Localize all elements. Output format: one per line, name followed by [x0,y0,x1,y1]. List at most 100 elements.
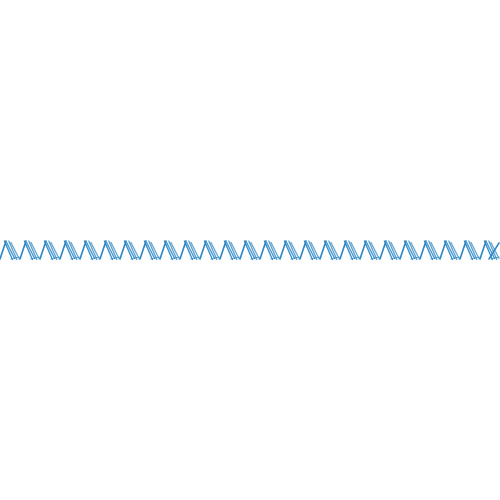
zigzag-hatch-stroke [165,241,176,260]
zigzag-hatch-stroke [143,240,154,261]
zigzag-hatch-stroke [205,241,216,260]
zigzag-hatch-stroke [445,241,456,260]
zigzag-hatch-stroke [110,241,120,260]
zigzag-hatch-stroke [48,240,58,261]
zigzag-hatch-stroke [485,241,496,260]
zigzag-hatch-stroke [245,241,256,260]
zigzag-base-stroke [430,256,440,260]
zigzag-hatch-stroke [125,241,136,260]
zigzag-hatch-stroke [288,240,298,261]
zigzag-hatch-stroke [148,240,158,261]
zigzag-hatch-stroke [203,240,214,261]
zigzag-hatch-stroke [228,240,238,261]
zigzag-base-stroke [50,256,60,260]
zigzag-hatch-stroke [225,241,236,260]
zigzag-hatch-line [0,240,500,261]
zigzag-base-stroke [390,256,400,260]
zigzag-hatch-stroke [43,240,54,261]
zigzag-hatch-stroke [248,240,258,261]
zigzag-base-stroke [10,256,20,260]
zigzag-hatch-stroke [83,240,94,261]
zigzag-base-stroke [310,256,320,260]
zigzag-hatch-stroke [263,240,274,261]
zigzag-hatch-stroke [345,241,356,260]
zigzag-base-stroke [450,256,460,260]
zigzag-base-stroke [290,256,300,260]
zigzag-hatch-stroke [350,241,360,260]
zigzag-hatch-stroke [425,241,436,260]
zigzag-base-stroke [410,256,420,260]
zigzag-hatch-stroke [283,240,294,261]
zigzag-rise-stroke [488,242,500,260]
zigzag-base-stroke [70,256,80,260]
zigzag-hatch-stroke [128,240,138,261]
zigzag-hatch-stroke [405,241,416,260]
zigzag-base-stroke [370,256,380,260]
zigzag-hatch-stroke [470,241,480,260]
zigzag-hatch-stroke [310,241,320,260]
zigzag-hatch-stroke [123,240,134,261]
zigzag-hatch-stroke [270,241,280,260]
zigzag-hatch-stroke [390,241,400,260]
zigzag-hatch-stroke [465,241,476,260]
zigzag-hatch-stroke [265,241,276,260]
zigzag-hatch-stroke [450,241,460,260]
zigzag-hatch-stroke [145,241,156,260]
zigzag-hatch-stroke [10,241,20,260]
zigzag-hatch-stroke [410,241,420,260]
zigzag-base-stroke [330,256,340,260]
zigzag-hatch-stroke [188,240,198,261]
zigzag-hatch-stroke [385,241,396,260]
zigzag-base-stroke [130,256,140,260]
zigzag-hatch-stroke [170,241,180,260]
zigzag-hatch-stroke [325,241,336,260]
zigzag-hatch-stroke [183,240,194,261]
zigzag-hatch-stroke [23,240,34,261]
zigzag-base-stroke [190,256,200,260]
zigzag-hatch-stroke [388,240,398,261]
zigzag-hatch-stroke [403,240,414,261]
zigzag-hatch-stroke [85,241,96,260]
zigzag-hatch-stroke [30,241,40,260]
zigzag-hatch-stroke [408,240,418,261]
zigzag-hatch-stroke [428,240,438,261]
zigzag-hatch-stroke [28,240,38,261]
zigzag-base-stroke [230,256,240,260]
zigzag-hatch-stroke [70,241,80,260]
zigzag-hatch-stroke [423,240,434,261]
zigzag-hatch-stroke [268,240,278,261]
zigzag-hatch-stroke [5,241,16,260]
zigzag-hatch-stroke [88,240,98,261]
zigzag-hatch-stroke [448,240,458,261]
zigzag-hatch-stroke [303,240,314,261]
zigzag-hatch-stroke [250,241,260,260]
zigzag-base-stroke [210,256,220,260]
zigzag-hatch-stroke [168,240,178,261]
zigzag-hatch-stroke [25,241,36,260]
zigzag-hatch-stroke [130,241,140,260]
zigzag-hatch-stroke [103,240,114,261]
zigzag-hatch-stroke [210,241,220,260]
zigzag-hatch-stroke [230,241,240,260]
zigzag-hatch-stroke [463,240,474,261]
zigzag-hatch-stroke [443,240,454,261]
zigzag-base-stroke [470,256,480,260]
zigzag-hatch-stroke [105,241,116,260]
zigzag-hatch-stroke [343,240,354,261]
zigzag-hatch-stroke [308,240,318,261]
zigzag-hatch-stroke [363,240,374,261]
zigzag-hatch-stroke [163,240,174,261]
zigzag-hatch-stroke [223,240,234,261]
zigzag-hatch-stroke [468,240,478,261]
zigzag-base-stroke [270,256,280,260]
zigzag-base-stroke [30,256,40,260]
zigzag-base-stroke [170,256,180,260]
zigzag-base-stroke [250,256,260,260]
zigzag-hatch-stroke [65,241,76,260]
zigzag-hatch-stroke [190,241,200,260]
zigzag-hatch-stroke [150,241,160,260]
zigzag-hatch-stroke [383,240,394,261]
zigzag-base-stroke [350,256,360,260]
zigzag-hatch-stroke [3,240,14,261]
